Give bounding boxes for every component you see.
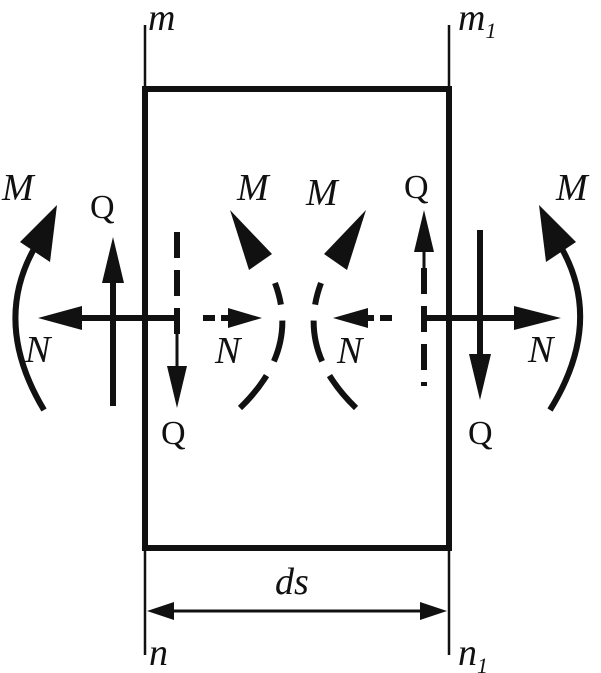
shear-label-left-outer: Q bbox=[90, 189, 115, 226]
normal-label-left-outer: N bbox=[24, 329, 53, 371]
normal-label-right-outer: N bbox=[527, 329, 556, 371]
ds-label: ds bbox=[275, 561, 309, 603]
shear-arrow-right-outer bbox=[469, 230, 491, 400]
normal-arrow-left-inner bbox=[203, 308, 262, 328]
normal-arrow-right-inner bbox=[333, 308, 392, 328]
moment-arrow-right-inner bbox=[310, 210, 366, 411]
normal-label-left-inner: N bbox=[214, 330, 243, 372]
moment-label-left-outer: M bbox=[1, 167, 36, 209]
normal-arrow-left-outer bbox=[38, 306, 175, 330]
shear-arrow-left-outer bbox=[102, 237, 124, 406]
moment-arrow-right-outer bbox=[539, 205, 584, 412]
moment-label-right-inner: M bbox=[305, 172, 340, 214]
moment-arrow-left-inner bbox=[230, 210, 286, 411]
ds-dimension-arrow bbox=[147, 602, 447, 620]
section-label-n: n bbox=[149, 632, 168, 673]
moment-arrow-left-outer bbox=[12, 205, 57, 412]
shear-label-right-outer: Q bbox=[468, 415, 493, 452]
shear-label-left-inner: Q bbox=[161, 415, 186, 452]
shear-label-right-inner: Q bbox=[404, 169, 429, 206]
shear-arrow-left-inner bbox=[167, 332, 187, 408]
normal-arrow-right-outer bbox=[422, 306, 561, 330]
moment-label-right-outer: M bbox=[555, 167, 590, 209]
shear-arrow-right-inner bbox=[414, 210, 434, 290]
beam-element-rectangle bbox=[142, 86, 452, 551]
section-label-m: m bbox=[148, 0, 175, 39]
section-label-m1: m1 bbox=[458, 0, 496, 43]
moment-label-left-inner: M bbox=[236, 167, 271, 209]
normal-label-right-inner: N bbox=[336, 330, 365, 372]
section-label-n1: n1 bbox=[458, 632, 488, 673]
